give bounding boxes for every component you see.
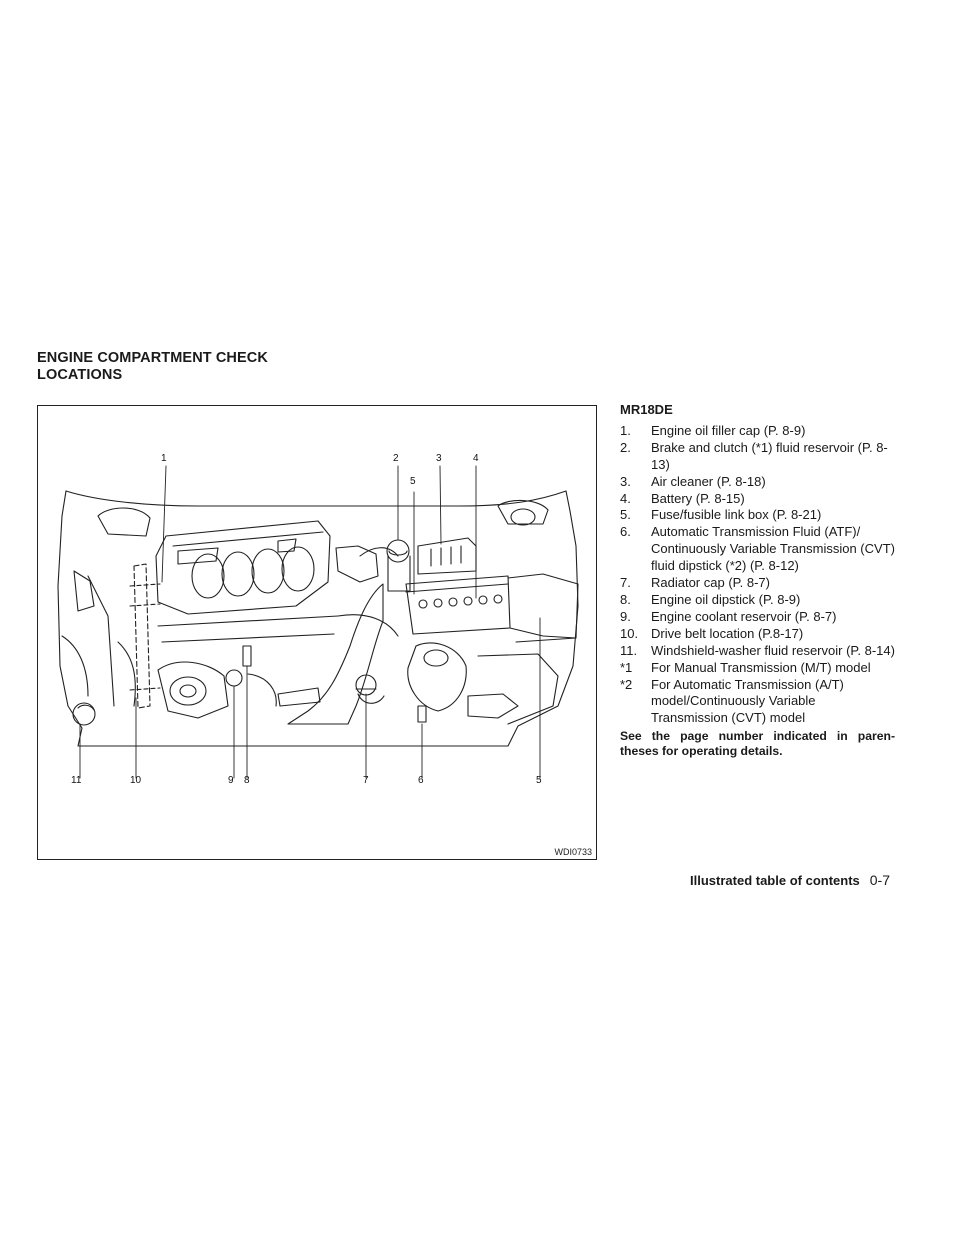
figure-callout: 6: [418, 775, 424, 786]
legend-item: 1. Engine oil filler cap (P. 8-9): [620, 423, 895, 440]
footer-section-title: Illustrated table of contents: [690, 873, 860, 888]
section-heading: ENGINE COMPARTMENT CHECK LOCATIONS: [37, 350, 268, 384]
figure-callout: 9: [228, 775, 234, 786]
legend-footnote-text: For Manual Transmission (M/T) model: [651, 659, 871, 675]
legend-item-number: 9.: [620, 608, 631, 624]
legend-item-text: Engine oil dipstick (P. 8-9): [651, 591, 801, 607]
figure-callout: 3: [436, 453, 442, 464]
legend-item-text: Windshield-washer fluid reservoir (P. 8-…: [651, 642, 895, 658]
figure-callout: 10: [130, 775, 142, 786]
legend-item: 2. Brake and clutch (*1) fluid reservoir …: [620, 440, 895, 474]
legend-item-number: 8.: [620, 591, 631, 607]
legend-item-text: Automatic Transmission Fluid (ATF)/ Cont…: [651, 524, 895, 574]
legend-item-number: 6.: [620, 524, 631, 540]
legend-item: 7. Radiator cap (P. 8-7): [620, 575, 895, 592]
legend-item: 6. Automatic Transmission Fluid (ATF)/ Co…: [620, 524, 895, 575]
legend-item-text: Battery (P. 8-15): [651, 490, 745, 506]
figure-callout: 8: [244, 775, 250, 786]
legend-item: 11. Windshield-washer fluid reservoir (P.…: [620, 643, 895, 660]
legend-item: 9. Engine coolant reservoir (P. 8-7): [620, 609, 895, 626]
figure-callout: 11: [71, 775, 82, 786]
legend-footnote: *1 For Manual Transmission (M/T) model: [620, 660, 895, 677]
legend-footnote: *2 For Automatic Transmission (A/T) model…: [620, 677, 895, 728]
legend-item-number: 4.: [620, 490, 631, 506]
figure-callout: 5: [536, 775, 542, 786]
legend-item: 5. Fuse/fusible link box (P. 8-21): [620, 507, 895, 524]
legend-item: 4. Battery (P. 8-15): [620, 491, 895, 508]
legend-item: 10. Drive belt location (P.8-17): [620, 626, 895, 643]
legend-item-text: Fuse/fusible link box (P. 8-21): [651, 507, 822, 523]
legend-item-number: 10.: [620, 625, 639, 641]
legend-item-text: Radiator cap (P. 8-7): [651, 575, 770, 591]
legend-footnote-text: For Automatic Transmission (A/T) model/C…: [651, 676, 844, 726]
legend-note: See the page number indicated in paren- …: [620, 729, 895, 759]
figure-code: WDI0733: [554, 847, 592, 857]
figure-callout: 5: [410, 476, 416, 487]
section-heading-line-1: ENGINE COMPARTMENT CHECK: [37, 350, 268, 366]
figure-callout: 1: [161, 453, 167, 464]
legend-item-number: 3.: [620, 473, 631, 489]
page-number: 0-7: [869, 872, 890, 888]
engine-line-drawing: [57, 465, 579, 779]
legend-footnote-mark: *1: [620, 659, 633, 675]
legend-item-number: 7.: [620, 575, 631, 591]
figure-callout: 4: [473, 453, 479, 464]
figure-callout: 7: [363, 775, 369, 786]
legend-item-number: 1.: [620, 422, 631, 438]
engine-compartment-figure: 1 2 3 4 5 5 6 7 8 9 10 11 WDI0733: [37, 405, 597, 860]
legend-item: 8. Engine oil dipstick (P. 8-9): [620, 592, 895, 609]
page-footer: Illustrated table of contents 0-7: [600, 872, 890, 888]
legend-item-number: 5.: [620, 507, 631, 523]
legend-footnote-mark: *2: [620, 676, 633, 692]
engine-model-label: MR18DE: [620, 402, 673, 417]
legend-item: 3. Air cleaner (P. 8-18): [620, 474, 895, 491]
legend-item-number: 11.: [620, 642, 638, 658]
legend-item-text: Engine oil filler cap (P. 8-9): [651, 422, 806, 438]
legend-item-text: Drive belt location (P.8-17): [651, 625, 804, 641]
section-heading-line-2: LOCATIONS: [37, 367, 123, 383]
legend-item-text: Air cleaner (P. 8-18): [651, 473, 766, 489]
parts-legend: MR18DE 1.Engine oil filler cap (P. 8-9) …: [620, 402, 895, 759]
legend-item-number: 2.: [620, 439, 631, 455]
figure-callout: 2: [393, 453, 399, 464]
legend-item-text: Brake and clutch (*1) fluid reservoir (P…: [651, 439, 888, 472]
legend-item-text: Engine coolant reservoir (P. 8-7): [651, 608, 837, 624]
